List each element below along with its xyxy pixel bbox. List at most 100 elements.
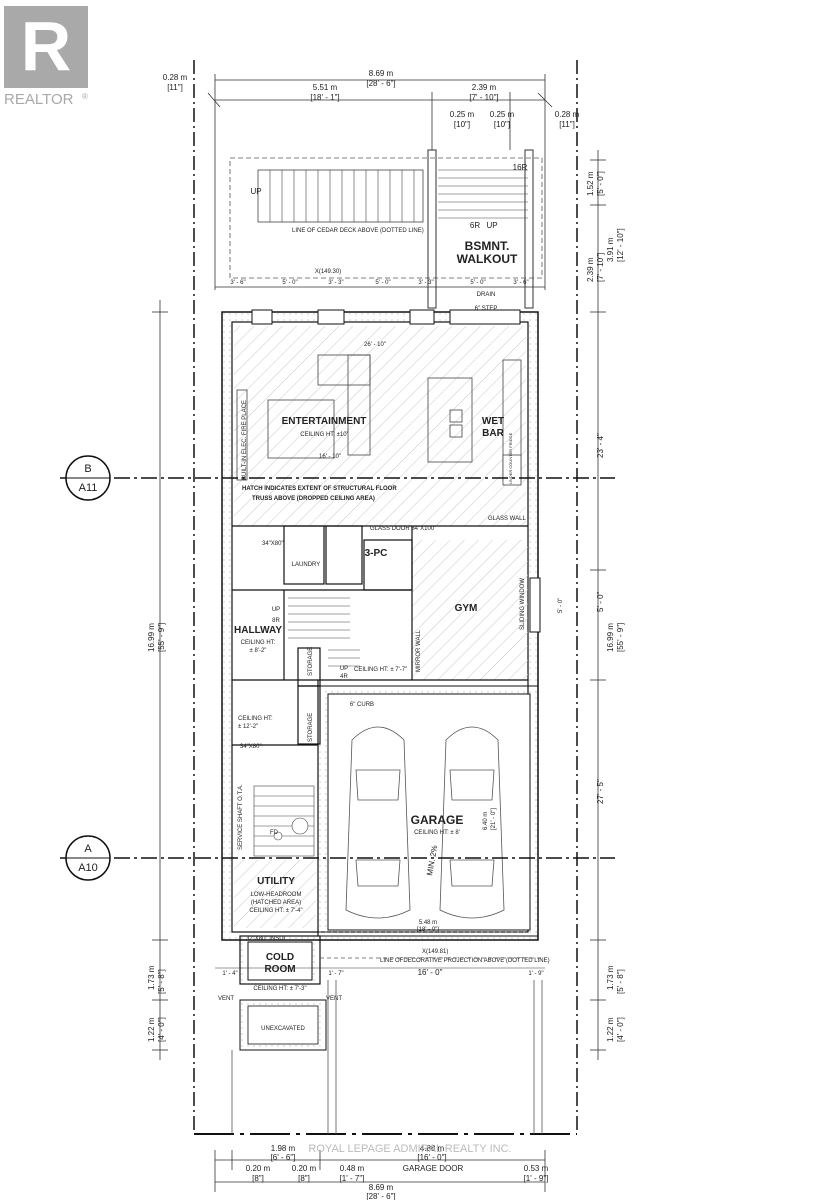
room-3pc: 3-PC: [365, 548, 388, 559]
utility-stairs: [253, 785, 315, 857]
dim-bottom-4-m: 0.20 m: [292, 1164, 317, 1173]
window-dim-2: 5' - 0": [282, 280, 297, 286]
dim-bottom-1-m: 1.98 m: [271, 1144, 296, 1153]
stair-up2-label: UP: [340, 666, 348, 672]
curb-label: 6" CURB: [350, 702, 374, 708]
hallway-ceiling-1: CEILING HT:: [241, 640, 276, 646]
sliding-window-label: SLIDING WINDOW: [520, 578, 526, 630]
garage-ceiling: CEILING HT: ± 8': [414, 830, 460, 836]
dim-right-5: 5' - 0": [596, 591, 605, 612]
mirror-wall-label: MIRROR WALL: [416, 629, 422, 672]
section-marker-b: B A11: [65, 455, 111, 501]
realtor-logo-text: REALTOR: [4, 91, 74, 108]
drain-label: DRAIN: [477, 292, 496, 298]
dim-16-0: 16' - 0": [418, 968, 443, 977]
dim-top-4-ft: [7' - 10"]: [469, 93, 498, 102]
section-marker-a: A A10: [65, 835, 111, 881]
interior-walls: [232, 525, 528, 936]
deck-area: [229, 149, 543, 309]
deck-line-note: LINE OF CEDAR DECK ABOVE (DOTTED LINE): [292, 228, 424, 234]
stair-up-label: UP: [272, 607, 280, 613]
dim-top-3-m: 5.51 m: [313, 83, 338, 92]
room-cold-1: COLD: [266, 952, 294, 963]
dim-right-9-ft: [4' - 0"]: [616, 1017, 625, 1042]
dim-top-5-m: 0.25 m: [450, 110, 475, 119]
fd-label: FD: [270, 830, 279, 836]
lot-lines: [193, 60, 578, 1132]
garage-door-label: GARAGE DOOR: [403, 1164, 464, 1173]
hatch-dropped-ceiling: [234, 326, 526, 526]
entertainment-dim: 26' - 10": [364, 342, 386, 348]
room-gym: GYM: [455, 603, 478, 614]
dim-top-1-ft: [11"]: [167, 83, 183, 92]
entertainment-ceiling: CEILING HT: ±10': [300, 432, 347, 438]
deck-16r: 16R: [513, 163, 528, 172]
unexcavated-label: UNEXCAVATED: [261, 1026, 305, 1032]
left-dimension-lines: [152, 300, 168, 1060]
bsmnt-walkout-line1: BSMNT.: [465, 239, 510, 253]
dim-right-9-m: 1.22 m: [606, 1017, 615, 1042]
ceiling-7-7: CEILING HT: ± 7'-7": [354, 667, 407, 673]
glass-door-label: GLASS DOOR 34"X100": [370, 526, 436, 532]
dim-bottom-5-m: 0.48 m: [340, 1164, 365, 1173]
dim-bottom-1-ft: [6' - 6"]: [271, 1153, 296, 1162]
dim-left-1-ft: [55' - 9"]: [157, 623, 166, 652]
deck-up-label: UP: [250, 187, 261, 196]
service-shaft-label: SERVICE SHAFT O.T.A.: [238, 784, 244, 850]
cold-ceiling: CEILING HT: ± 7'-3": [253, 986, 306, 992]
dim-right-8-ft: [5' - 8"]: [616, 969, 625, 994]
dim-bottom-2-ft: [16' - 0"]: [417, 1153, 446, 1162]
dim-right-6-m: 16.99 m: [606, 623, 615, 652]
dim-bottom-4-ft: [8"]: [298, 1174, 310, 1183]
utility-note-3: CEILING HT: ± 7'-4": [249, 908, 302, 914]
realtor-logo-reg: ®: [82, 92, 88, 101]
dim-top-6-ft: [10"]: [494, 120, 510, 129]
dim-top-2-m: 8.69 m: [369, 69, 394, 78]
room-hallway: HALLWAY: [234, 625, 282, 636]
section-b-sheet: A11: [79, 482, 98, 494]
dim-bottom-3-ft: [8"]: [252, 1174, 264, 1183]
vent-right: VENT: [326, 996, 342, 1002]
garage-width-ft: [18' - 0"]: [417, 927, 439, 933]
window-dim-3: 3' - 3": [328, 280, 343, 286]
dim-bottom-5-ft: [1' - 7"]: [340, 1174, 365, 1183]
x-marker-bottom: X(149.81): [422, 949, 448, 955]
dim-1-4: 1' - 4": [222, 971, 237, 977]
dim-1-9: 1' - 9": [528, 971, 543, 977]
window-dim-4: 5' - 0": [375, 280, 390, 286]
hatch-utility: [234, 860, 316, 928]
dim-top-1-m: 0.28 m: [163, 73, 188, 82]
section-a-sheet: A10: [78, 862, 98, 874]
cold-door: 32"X80" INSUL: [246, 936, 288, 942]
room-garage: GARAGE: [411, 813, 464, 827]
vent-left: VENT: [218, 996, 234, 1002]
dim-right-3-ft: [7' - 10"]: [596, 253, 605, 282]
room-cold-2: ROOM: [264, 964, 295, 975]
garage-width-m: 5.48 m: [419, 920, 437, 926]
dim-right-2-m: 3.91 m: [606, 237, 615, 262]
wet-bar-line2: BAR: [482, 428, 504, 439]
hatch-note-2: TRUSS ABOVE (DROPPED CEILING AREA): [252, 496, 375, 502]
dim-right-1-m: 1.52 m: [586, 171, 595, 196]
dim-bottom-7-ft: [1' - 9"]: [524, 1174, 549, 1183]
dim-top-7-ft: [11"]: [559, 120, 575, 129]
dim-top-5-ft: [10"]: [454, 120, 470, 129]
dim-right-7: 27' - 5": [596, 779, 605, 804]
dim-right-1-ft: [5' - 0"]: [596, 171, 605, 196]
dim-top-7-m: 0.28 m: [555, 110, 580, 119]
fireplace-label: BUILT-IN ELEC. FIRE PLACE: [242, 400, 248, 480]
top-dimension-lines: [207, 74, 553, 290]
dim-right-4: 23' - 4": [596, 433, 605, 458]
gym-dim: 5' - 0": [558, 598, 564, 613]
dim-top-6-m: 0.25 m: [490, 110, 515, 119]
dim-top-4-m: 2.39 m: [472, 83, 497, 92]
bottom-dimension-lines: [214, 1150, 546, 1192]
entertainment-furniture: [236, 354, 522, 486]
storage-label: STORAGE: [308, 647, 314, 676]
dim-bottom-8-m: 8.69 m: [369, 1183, 394, 1192]
sliding-window-frame: [529, 577, 541, 633]
dim-left-1-m: 16.99 m: [147, 623, 156, 652]
dim-left-2-ft: [5' - 8"]: [157, 969, 166, 994]
deck-up2: UP: [486, 221, 497, 230]
dim-right-3-m: 2.39 m: [586, 257, 595, 282]
